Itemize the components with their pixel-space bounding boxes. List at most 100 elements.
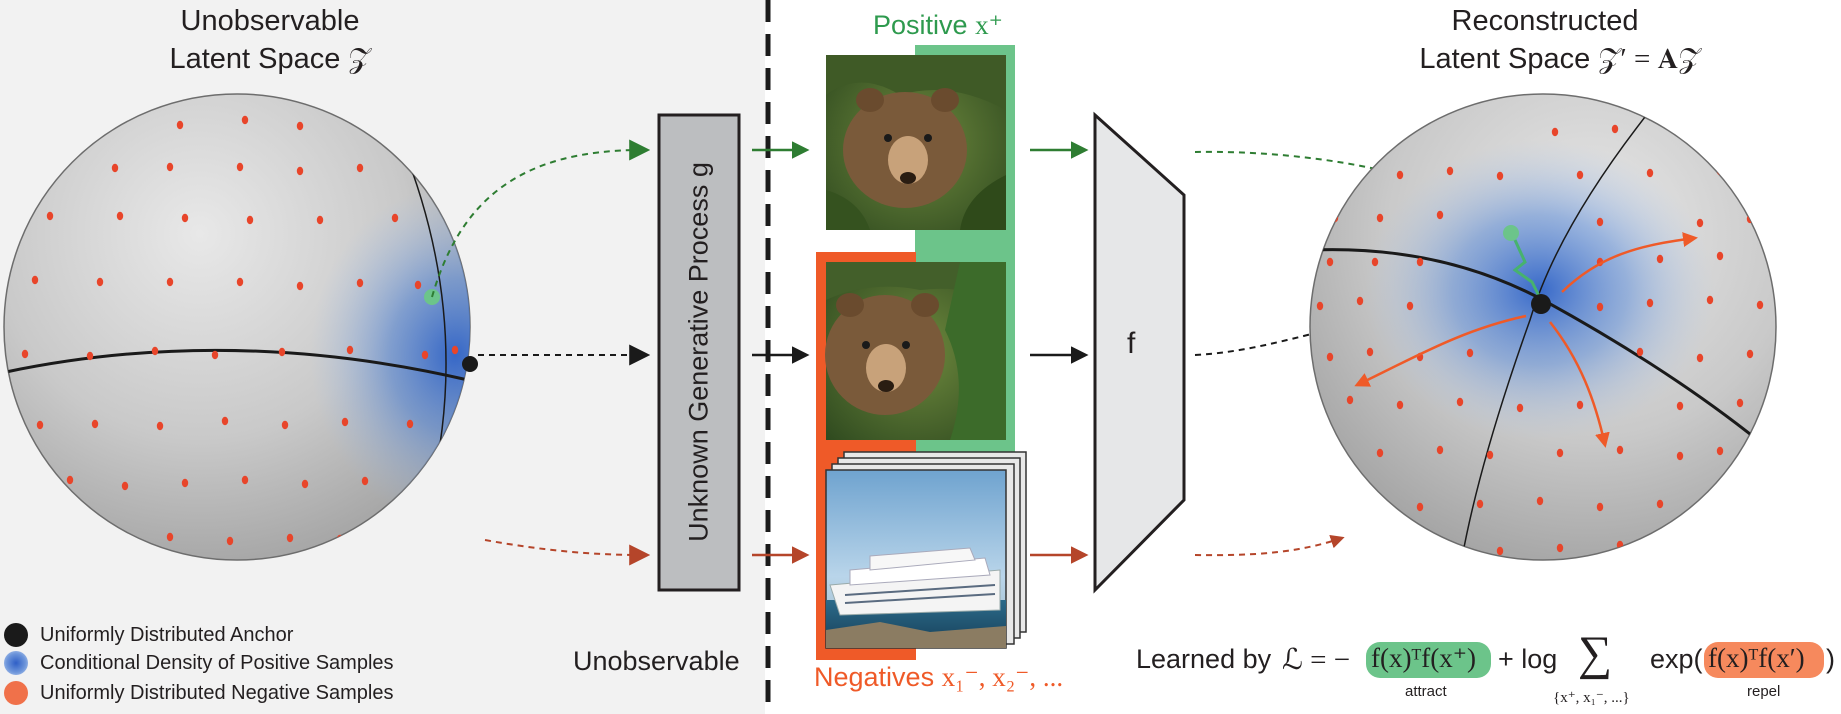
negative-dot	[211, 350, 219, 360]
meridian-line	[1461, 94, 1666, 559]
attract-highlight	[1366, 642, 1491, 678]
negative-dot	[296, 281, 304, 291]
negative-dot	[281, 420, 289, 430]
negative-dot	[1396, 170, 1404, 180]
ship-photo	[825, 469, 1007, 649]
plus-log: + log	[1498, 644, 1558, 674]
negative-dot	[1676, 451, 1684, 461]
negative-dot	[1436, 210, 1444, 220]
negative-dot	[1576, 170, 1584, 180]
negative-dot	[166, 277, 174, 287]
negative-dot	[316, 215, 324, 225]
negative-dot	[1416, 502, 1424, 512]
negative-dot	[121, 481, 129, 491]
negative-dot	[1496, 171, 1504, 181]
negative-dot	[1556, 543, 1564, 553]
sum-symbol: ∑	[1578, 627, 1613, 680]
negative-dot	[1516, 403, 1524, 413]
positive-label: Positive x⁺	[873, 10, 1003, 41]
negative-legend-icon	[4, 681, 28, 705]
unobservable-label: Unobservable	[573, 646, 740, 676]
bear-photo	[826, 55, 1006, 230]
negative-dot	[36, 420, 44, 430]
legend-anchor-label: Uniformly Distributed Anchor	[40, 623, 294, 646]
negative-dot	[1696, 128, 1704, 138]
negative-dot	[241, 475, 249, 485]
negative-dot	[451, 345, 459, 355]
latent-sphere-right	[1309, 93, 1777, 561]
negative-dot	[46, 211, 54, 221]
negative-dot	[1551, 127, 1559, 137]
negative-dot	[66, 475, 74, 485]
negative-dot	[1736, 398, 1744, 408]
negative-dot	[1496, 546, 1504, 556]
negative-dot	[1356, 296, 1364, 306]
negative-embedding-arrow	[1194, 534, 1345, 557]
anchor-dot	[462, 356, 478, 372]
legend-negatives-label: Uniformly Distributed Negative Samples	[40, 681, 394, 704]
right-title-line2: Latent Space 𝒵′ = 𝐀𝒵	[1380, 40, 1740, 78]
negative-latent-arrow	[484, 539, 643, 556]
negative-dot	[86, 351, 94, 361]
negative-dot	[286, 533, 294, 543]
negative-dot	[96, 277, 104, 287]
negative-dot	[1716, 251, 1724, 261]
negative-dot	[391, 213, 399, 223]
negative-dot	[356, 278, 364, 288]
repel-term: f(x)ᵀf(x′)	[1708, 643, 1805, 673]
negative-dot	[181, 478, 189, 488]
negative-image-stack	[825, 451, 1027, 649]
negative-dot	[226, 536, 234, 546]
negative-dot	[1646, 168, 1654, 178]
positive-latent-arrow	[431, 149, 643, 298]
negative-dot	[301, 479, 309, 489]
negative-dot	[1656, 254, 1664, 264]
negative-dot	[296, 121, 304, 131]
attract-term: f(x)ᵀf(x⁺)	[1371, 643, 1476, 673]
negative-dot	[1756, 300, 1764, 310]
negative-dot	[1616, 445, 1624, 455]
negative-dot	[116, 211, 124, 221]
negative-dot	[341, 417, 349, 427]
negative-dot	[176, 120, 184, 130]
positive-sample-dot	[1503, 225, 1519, 241]
negative-dot	[1656, 499, 1664, 509]
negative-dots-right	[1316, 124, 1774, 556]
negative-dot	[1611, 124, 1619, 134]
negative-dot	[21, 349, 29, 359]
negative-dot	[1636, 347, 1644, 357]
encoder-f	[1093, 111, 1186, 594]
repel-label: repel	[1747, 683, 1781, 700]
negative-dot	[236, 162, 244, 172]
negative-dot	[1646, 298, 1654, 308]
negative-dot	[1371, 257, 1379, 267]
negative-dot	[296, 166, 304, 176]
exp-open: exp(	[1650, 644, 1703, 674]
negative-dot	[156, 421, 164, 431]
negative-dot	[166, 532, 174, 542]
negative-dot	[91, 419, 99, 429]
anchor-legend-icon	[4, 623, 28, 647]
negative-dot	[1596, 217, 1604, 227]
legend-positive: Conditional Density of Positive Samples	[4, 650, 394, 676]
negative-dot	[111, 163, 119, 173]
negative-dot	[361, 476, 369, 486]
negative-dot	[1366, 347, 1374, 357]
density-legend-icon	[4, 651, 28, 675]
negative-dots-left	[21, 115, 459, 546]
positive-label-text: Positive	[873, 10, 968, 40]
negative-dot	[1556, 448, 1564, 458]
negative-dot	[31, 275, 39, 285]
loss-lhs: ℒ = −	[1282, 644, 1351, 676]
negative-dot	[221, 416, 229, 426]
negative-dot	[236, 277, 244, 287]
negative-dot	[166, 162, 174, 172]
reconstructed-space-symbol: 𝒵′ = 𝐀𝒵	[1598, 43, 1701, 75]
negative-dot	[241, 115, 249, 125]
negative-dot	[151, 346, 159, 356]
right-title-text: Latent Space	[1419, 43, 1591, 75]
generative-process-label: Unknown Generative Process g	[683, 162, 714, 542]
negative-dot	[421, 350, 429, 360]
